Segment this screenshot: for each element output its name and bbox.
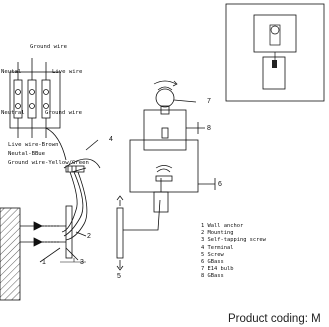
live-color-note: Live wire-Brown xyxy=(8,142,59,148)
callout-7: 7 xyxy=(207,98,211,105)
legend-item-wall-anchor: 1 Wall anchor xyxy=(201,223,244,229)
parts-legend: 1 Wall anchor 2 Mounting 3 Self-tapping … xyxy=(201,223,266,281)
terminal-block xyxy=(9,58,67,161)
legend-item-glass-6: 6 GBass xyxy=(201,259,224,266)
callout-6: 6 xyxy=(218,181,222,188)
callout-lines xyxy=(60,258,86,263)
product-thumbnail xyxy=(225,3,325,102)
ground-wire-top-label: Ground wire xyxy=(30,44,68,50)
legend-item-glass-8: 8 GBass xyxy=(201,273,224,280)
product-coding-footer: Product coding: M xyxy=(228,313,321,325)
ground-wire-bottom-label: Ground wire xyxy=(45,110,83,116)
callout-8: 8 xyxy=(207,125,211,132)
wall-section xyxy=(0,207,21,301)
upper-glass-shade xyxy=(143,109,205,151)
rotation-arrows xyxy=(153,80,178,169)
callout-1: 1 xyxy=(42,259,46,266)
neutral-label: Neutal xyxy=(1,69,22,75)
mounting-plate xyxy=(20,205,87,263)
ground-color-note: Ground wire-Yellow/Green xyxy=(8,160,89,166)
lower-glass-shade xyxy=(129,139,216,193)
neutral-bottom-label: Neutral xyxy=(1,110,25,116)
callout-2: 2 xyxy=(87,233,91,240)
legend-item-terminal: 4 Terminal xyxy=(201,244,234,251)
wire-harness xyxy=(61,139,101,241)
live-wire-label: Live wire xyxy=(52,69,83,75)
neutral-color-note: Neutal-BBue xyxy=(8,151,46,157)
legend-item-self-tapping-screw: 3 Self-tapping screw xyxy=(201,237,266,244)
legend-item-mounting: 2 Mounting xyxy=(201,230,234,237)
callout-5: 5 xyxy=(117,273,121,280)
callout-3: 3 xyxy=(80,259,84,266)
bulb xyxy=(155,86,197,115)
callout-4: 4 xyxy=(109,136,113,143)
legend-item-e14-bulb: 7 E14 bulb xyxy=(201,266,234,273)
legend-item-screw: 5 Screw xyxy=(201,251,224,258)
